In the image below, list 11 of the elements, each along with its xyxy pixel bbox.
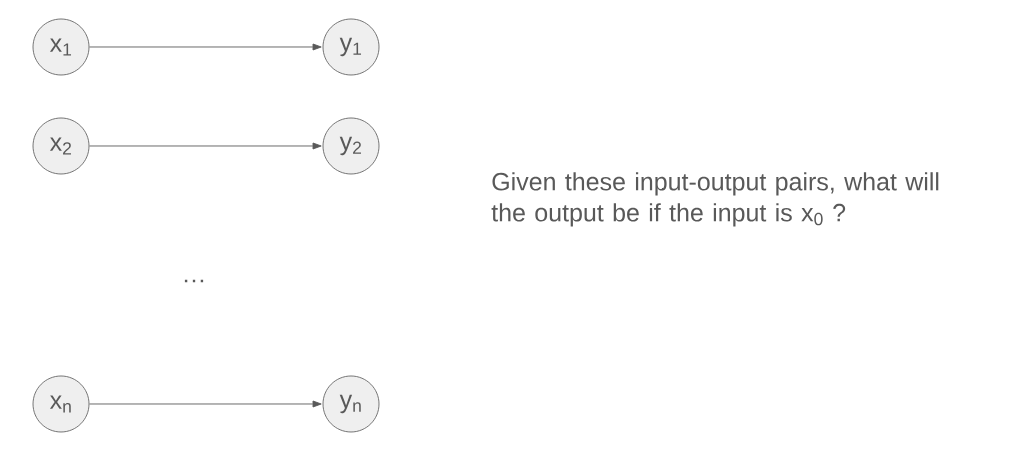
- circle-node: y$_{2}$: [322, 117, 380, 175]
- circle-node: x$_{n}$: [32, 375, 90, 433]
- circle-node: y$_{1}$: [322, 18, 380, 76]
- arrow: [89, 400, 322, 408]
- circle-node: x$_{2}$: [32, 117, 90, 175]
- arrow: [89, 43, 322, 51]
- circle-node: x$_{1}$: [32, 18, 90, 76]
- arrow: [89, 142, 322, 150]
- question-text: Given these input-output pairs, what will the output be if the input is x$_{0}$ ?: [491, 172, 939, 227]
- circle-node: y$_{n}$: [322, 375, 380, 433]
- ellipsis: …: [184, 279, 204, 283]
